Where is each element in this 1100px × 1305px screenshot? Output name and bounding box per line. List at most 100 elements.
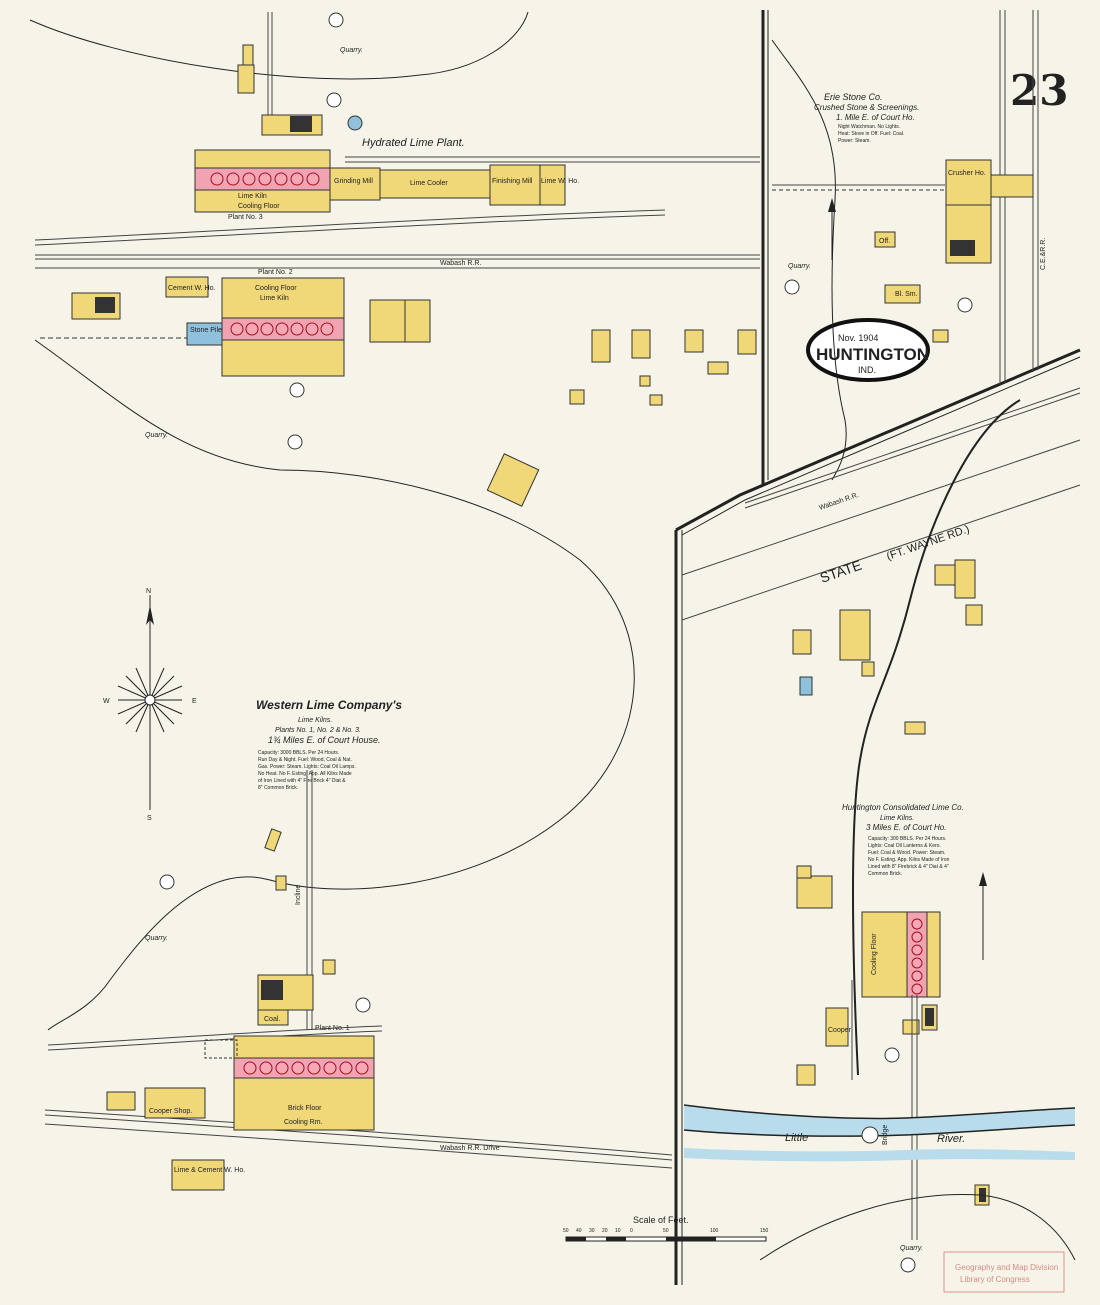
svg-text:Lights: Coal Oil Lanterns & Ke: Lights: Coal Oil Lanterns & Kero.	[868, 843, 941, 849]
svg-text:Cooper: Cooper	[828, 1027, 852, 1034]
plant-3-label: Plant No. 3	[228, 214, 263, 221]
storage-building	[404, 299, 431, 343]
lime-kiln-label-3: Lime Kiln	[238, 193, 267, 200]
stone-pile	[186, 322, 223, 346]
svg-text:Night Watchman. No Lights.: Night Watchman. No Lights.	[838, 124, 900, 130]
cerr-label: C.E.&R.R.	[1040, 238, 1047, 270]
svg-text:Bridge: Bridge	[882, 1125, 889, 1145]
svg-text:Lime W. Ho.: Lime W. Ho.	[541, 178, 579, 185]
quarry-edge-erie	[771, 39, 847, 481]
divider-diagonal	[675, 348, 1081, 532]
svg-text:Plants No. 1, No. 2 & No. 3.: Plants No. 1, No. 2 & No. 3.	[275, 727, 361, 734]
svg-text:1¾ Miles E. of Court House.: 1¾ Miles E. of Court House.	[268, 735, 381, 745]
water-tank	[347, 115, 363, 131]
small-building	[237, 64, 255, 94]
cooper-shop-upper	[369, 299, 406, 343]
svg-text:of Iron Lined with 4" Fire Bri: of Iron Lined with 4" Fire Brick 4" Diat…	[258, 778, 346, 784]
compass-s: S	[147, 815, 152, 822]
svg-text:Lime Kilns.: Lime Kilns.	[880, 815, 914, 822]
plant-2-label: Plant No. 2	[258, 269, 293, 276]
state-road: Wabash R.R. STATE (FT. WAYNE RD.)	[681, 387, 1081, 621]
cooper-shop-lower	[144, 1087, 206, 1119]
svg-text:Fuel: Coal & Wood. Power: Stea: Fuel: Coal & Wood. Power: Steam.	[868, 850, 945, 856]
compass-e: E	[192, 698, 197, 705]
quarry-edge-top	[29, 11, 529, 80]
plant-2: Cooling Floor Lime Kiln Plant No. 2	[221, 269, 345, 377]
svg-text:Coal.: Coal.	[264, 1016, 280, 1023]
hydrated-lime-plant-label: Hydrated Lime Plant.	[362, 137, 465, 149]
svg-text:1. Mile E. of Court Ho.: 1. Mile E. of Court Ho.	[836, 113, 915, 122]
kiln-row	[210, 172, 320, 186]
scale-bar: Scale of Feet. 50 40 30 20 10 0 50 100 1…	[563, 1215, 769, 1242]
stone-table	[990, 174, 1034, 198]
wabash-label-low: Wabash R.R. Drive	[440, 1145, 500, 1152]
svg-text:Western Lime Company's: Western Lime Company's	[256, 698, 402, 712]
svg-text:40: 40	[576, 1228, 582, 1234]
lime-cement-warehouse	[171, 1159, 225, 1191]
svg-text:0: 0	[630, 1228, 633, 1234]
svg-text:Cooper Shop.: Cooper Shop.	[149, 1108, 192, 1115]
svg-text:Crushed Stone & Screenings.: Crushed Stone & Screenings.	[814, 103, 919, 112]
svg-text:20: 20	[602, 1228, 608, 1234]
svg-text:Quarry.: Quarry.	[788, 263, 811, 270]
svg-text:Cooling Floor: Cooling Floor	[871, 933, 878, 975]
svg-text:Power: Steam.: Power: Steam.	[838, 138, 871, 144]
svg-text:Grinding Mill: Grinding Mill	[334, 178, 373, 185]
svg-text:3 Miles E. of Court Ho.: 3 Miles E. of Court Ho.	[866, 823, 946, 832]
svg-text:Stone Pile: Stone Pile	[190, 327, 222, 334]
cement-warehouse	[165, 276, 209, 298]
huntington-kilns: Cooling Floor	[861, 911, 941, 998]
svg-text:50: 50	[563, 1228, 569, 1234]
building-n	[486, 453, 540, 507]
svg-text:Finishing Mill: Finishing Mill	[492, 178, 533, 185]
compass-rose: N S E W	[103, 588, 197, 822]
svg-text:Lime Cooler: Lime Cooler	[410, 180, 448, 187]
plant-3: Lime Kiln Cooling Floor Plant No. 3	[194, 149, 331, 221]
svg-text:Run Day & Night. Fuel: Wood, C: Run Day & Night. Fuel: Wood, Coal & Nat.	[258, 757, 352, 763]
coal-platform	[204, 1039, 238, 1059]
quarry-edge-main	[34, 339, 635, 1031]
dwellings-jklm	[569, 329, 757, 406]
storehouse	[106, 1091, 136, 1111]
svg-text:Quarry.: Quarry.	[900, 1245, 923, 1252]
divider-diagonal-2	[681, 356, 1081, 536]
building-e	[796, 875, 833, 909]
little-river: Little River. Bridge	[683, 1104, 1076, 1162]
svg-text:8" Common Brick.: 8" Common Brick.	[258, 785, 298, 791]
small-building	[242, 44, 254, 66]
dwellings-state-road	[792, 559, 983, 735]
scale-title: Scale of Feet.	[633, 1215, 689, 1225]
svg-text:Capacity: 300 BBLS. Per 24 Hou: Capacity: 300 BBLS. Per 24 Hours.	[868, 836, 946, 842]
state-road-label: STATE	[818, 557, 864, 586]
quarry-label-low: Quarry.	[145, 935, 168, 942]
svg-text:Lined with 8" Firebrick & 4" D: Lined with 8" Firebrick & 4" Diat & 4"	[868, 864, 949, 870]
spur-track	[852, 399, 1021, 1076]
river-label-2: River.	[937, 1133, 965, 1145]
svg-text:No Heat. No F. Esting. App. Al: No Heat. No F. Esting. App. All Kilns Ma…	[258, 771, 352, 777]
svg-text:Lime Kilns.: Lime Kilns.	[298, 717, 332, 724]
quarry-edge-bottom	[759, 1193, 1076, 1261]
blacksmith	[884, 284, 921, 304]
svg-text:Cooling Floor: Cooling Floor	[255, 285, 297, 292]
svg-text:Off.: Off.	[879, 238, 890, 245]
svg-text:Gas. Power: Steam. Lights: Coa: Gas. Power: Steam. Lights: Coal Oil Lamp…	[258, 764, 356, 770]
svg-text:Library of Congress: Library of Congress	[960, 1275, 1030, 1284]
svg-text:Crusher Ho.: Crusher Ho.	[948, 170, 986, 177]
plant-1-label: Plant No. 1	[315, 1025, 350, 1032]
western-lime-title: Western Lime Company's Lime Kilns. Plant…	[256, 698, 402, 791]
svg-text:Wabash R.R.: Wabash R.R.	[818, 492, 859, 512]
svg-text:Heat: Stove in Off. Fuel: Coal: Heat: Stove in Off. Fuel: Coal.	[838, 131, 904, 137]
sheet-number: 23	[1010, 66, 1068, 115]
river-label-1: Little	[785, 1132, 808, 1144]
svg-text:150: 150	[760, 1228, 769, 1234]
upper-tracks: Wabash R.R.	[34, 156, 760, 269]
office	[874, 231, 896, 248]
crusher-house	[945, 159, 992, 206]
title-badge: Nov. 1904 HUNTINGTON IND.	[806, 318, 930, 382]
svg-text:Cooling Rm.: Cooling Rm.	[284, 1119, 323, 1126]
quarry-label-top: Quarry.	[340, 47, 363, 54]
badge-city: HUNTINGTON	[816, 345, 929, 364]
svg-text:Bl. Sm.: Bl. Sm.	[895, 291, 918, 298]
building-f	[796, 1064, 816, 1086]
